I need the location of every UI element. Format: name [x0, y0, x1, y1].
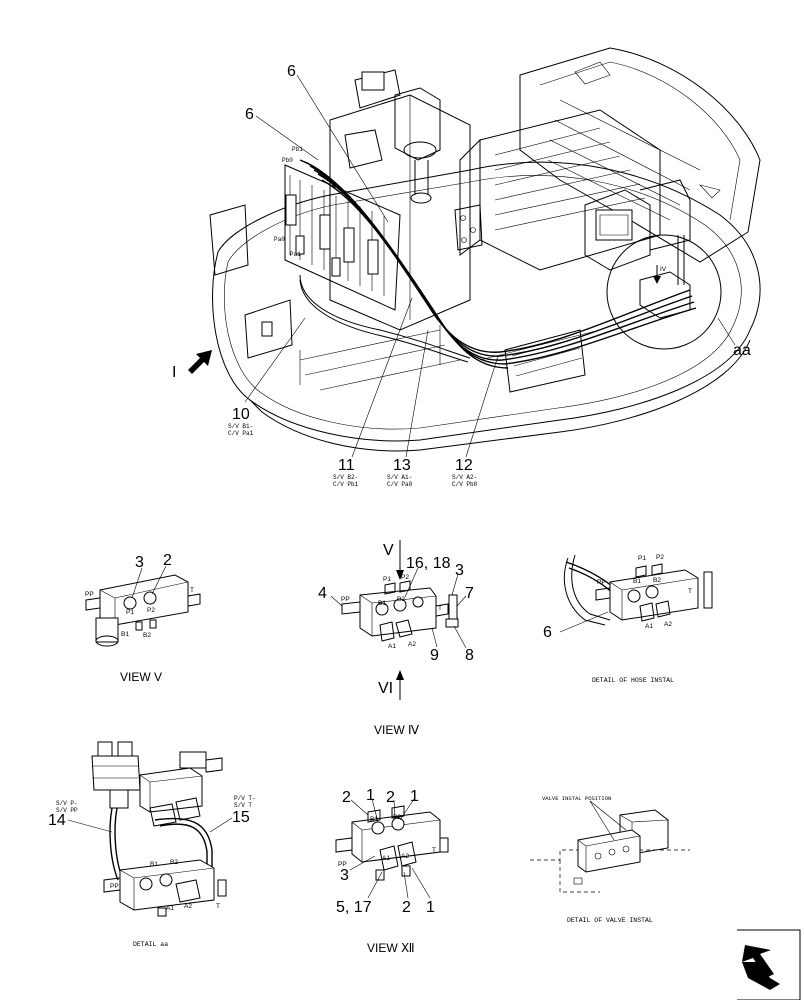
- detail-aa-note-right-2: S/V T: [234, 802, 252, 809]
- view-v-port-p1: P1: [126, 609, 134, 616]
- view-vi-port-a1: A1: [382, 855, 390, 862]
- detail-hose-port-p1: P1: [638, 555, 646, 562]
- view-iv-port-a1: A1: [388, 643, 396, 650]
- view-v-detail: 3 2 PP P1 P2 T B1 B2 VIEW V: [85, 552, 201, 684]
- callout-6-lower: 6: [245, 106, 254, 123]
- detail-valve-position-label: VALVE INSTAL POSITION: [542, 795, 611, 802]
- detail-aa-port-a2: A2: [184, 903, 192, 910]
- view-v-port-pp: PP: [85, 591, 94, 598]
- callout-12-note-2: C/V Pb0: [452, 481, 478, 488]
- view-v-callout-3: 3: [135, 554, 144, 571]
- view-iv-callout-8: 8: [465, 647, 474, 664]
- port-label-pa1: Pa1: [290, 251, 301, 258]
- view-vi-callout-1-left: 1: [366, 787, 375, 804]
- view-iv-callout-16-18: 16, 18: [406, 555, 451, 572]
- view-iv-port-p1: P1: [383, 576, 391, 583]
- callout-13: 13: [393, 457, 411, 474]
- callout-aa: aa: [733, 342, 751, 359]
- view-vi-port-b2: B2: [393, 814, 401, 821]
- detail-hose-port-t: T: [688, 588, 692, 595]
- view-vi-detail: 2 1 2 1 3 5, 17 2 1 PP B1 B2 A1 A2 T VIE…: [335, 787, 449, 955]
- view-direction-arrow-icon: [188, 350, 212, 374]
- callout-6-upper: 6: [287, 63, 296, 80]
- view-vi-callout-1-right: 1: [410, 788, 419, 805]
- detail-hose-port-b2: B2: [653, 577, 661, 584]
- view-iv-port-pp: PP: [341, 596, 350, 603]
- detail-aa: 14 15 S/V P- S/V PP P/V T- S/V T PP B1 B…: [48, 741, 256, 948]
- detail-aa-port-b2: B2: [170, 859, 178, 866]
- detail-aa-port-a1: A1: [166, 905, 174, 912]
- view-iv-caption: VIEW Ⅳ: [374, 723, 419, 737]
- detail-aa-note-left-1: S/V P-: [56, 800, 78, 807]
- view-vi-callout-2-right: 2: [386, 789, 395, 806]
- view-v-callout-2: 2: [163, 552, 172, 569]
- detail-hose-port-pp: PP: [597, 579, 606, 586]
- callout-11-note-1: S/V B2-: [333, 474, 358, 481]
- port-label-pb1: Pb1: [292, 146, 303, 153]
- view-v-port-t: T: [190, 587, 194, 594]
- view-vi-callout-1-bottom: 1: [426, 899, 435, 916]
- view-vi-callout-2-bottom: 2: [402, 899, 411, 916]
- callout-10-note-2: C/V Pa1: [228, 430, 254, 437]
- view-v-caption: VIEW V: [120, 670, 162, 684]
- view-vi-callout-5-17: 5, 17: [336, 899, 372, 916]
- view-iv-port-p2: P2: [401, 574, 409, 581]
- view-iv-port-a2: A2: [408, 641, 416, 648]
- view-iv-callout-7: 7: [465, 585, 474, 602]
- callout-13-note-1: S/V A1-: [387, 474, 412, 481]
- port-label-pb0: Pb0: [282, 157, 293, 164]
- view-iv-port-t: T: [438, 605, 442, 612]
- detail-hose-port-b1: B1: [633, 578, 641, 585]
- view-iv-callout-9: 9: [430, 647, 439, 664]
- view-i-label: I: [172, 364, 176, 381]
- detail-aa-caption: DETAIL aa: [133, 941, 168, 948]
- callout-10-note-1: S/V B1-: [228, 423, 253, 430]
- main-assembly-view: aa IV Pb1 Pb0 Pa0 Pa1 I 6 6 10 S/V B1- C…: [172, 47, 761, 488]
- port-label-pa0: Pa0: [274, 236, 285, 243]
- detail-valve-instal: VALVE INSTAL POSITION DETAIL OF VALVE IN…: [530, 795, 690, 924]
- view-vi-port-pp: PP: [338, 861, 347, 868]
- detail-aa-note-left-2: S/V PP: [56, 807, 78, 814]
- detail-valve-caption: DETAIL OF VALVE INSTAL: [567, 917, 653, 924]
- view-vi-caption: VIEW Ⅻ: [367, 941, 415, 955]
- callout-iv-label: IV: [660, 266, 667, 273]
- detail-hose-port-a2: A2: [664, 621, 672, 628]
- view-vi-port-t: T: [432, 847, 436, 854]
- detail-aa-port-t: T: [216, 903, 220, 910]
- detail-hose-instal: 6 PP P1 P2 B1 B2 A1 A2 T DETAIL OF HOSE …: [543, 554, 713, 684]
- detail-hose-port-a1: A1: [645, 623, 653, 630]
- next-page-arrow-icon[interactable]: [737, 929, 801, 1001]
- detail-hose-callout-6: 6: [543, 624, 552, 641]
- callout-11: 11: [338, 457, 355, 474]
- view-v-port-b1: B1: [121, 631, 129, 638]
- view-iv-callout-4: 4: [318, 585, 327, 602]
- detail-aa-note-right-1: P/V T-: [234, 795, 256, 802]
- view-vi-callout-2-left: 2: [342, 789, 351, 806]
- view-iv-port-b1: B1: [378, 600, 386, 607]
- detail-aa-callout-15: 15: [232, 809, 250, 826]
- callout-12-note-1: S/V A2-: [452, 474, 477, 481]
- view-iv-port-b2: B2: [397, 596, 405, 603]
- view-v-port-b2: B2: [143, 632, 151, 639]
- view-v-port-p2: P2: [147, 607, 155, 614]
- detail-hose-caption: DETAIL OF HOSE INSTAL: [592, 677, 674, 684]
- detail-aa-port-b1: B1: [150, 861, 158, 868]
- callout-13-note-2: C/V Pa0: [387, 481, 413, 488]
- callout-11-note-2: C/V Pb1: [333, 481, 359, 488]
- detail-hose-port-p2: P2: [656, 554, 664, 561]
- view-iv-arrow-v-label: V: [383, 542, 394, 559]
- view-vi-callout-3: 3: [340, 867, 349, 884]
- callout-12: 12: [455, 457, 473, 474]
- detail-aa-callout-14: 14: [48, 812, 66, 829]
- detail-aa-port-pp: PP: [110, 883, 119, 890]
- view-vi-port-b1: B1: [370, 816, 378, 823]
- view-iv-detail: V VI 16, 18 3 4 7 9 8 PP P1 P2 B1 B2 A1 …: [318, 540, 474, 737]
- callout-10: 10: [232, 406, 250, 423]
- view-iv-arrow-vi-label: VI: [378, 680, 393, 697]
- view-vi-port-a2: A2: [401, 853, 409, 860]
- view-iv-callout-3: 3: [455, 562, 464, 579]
